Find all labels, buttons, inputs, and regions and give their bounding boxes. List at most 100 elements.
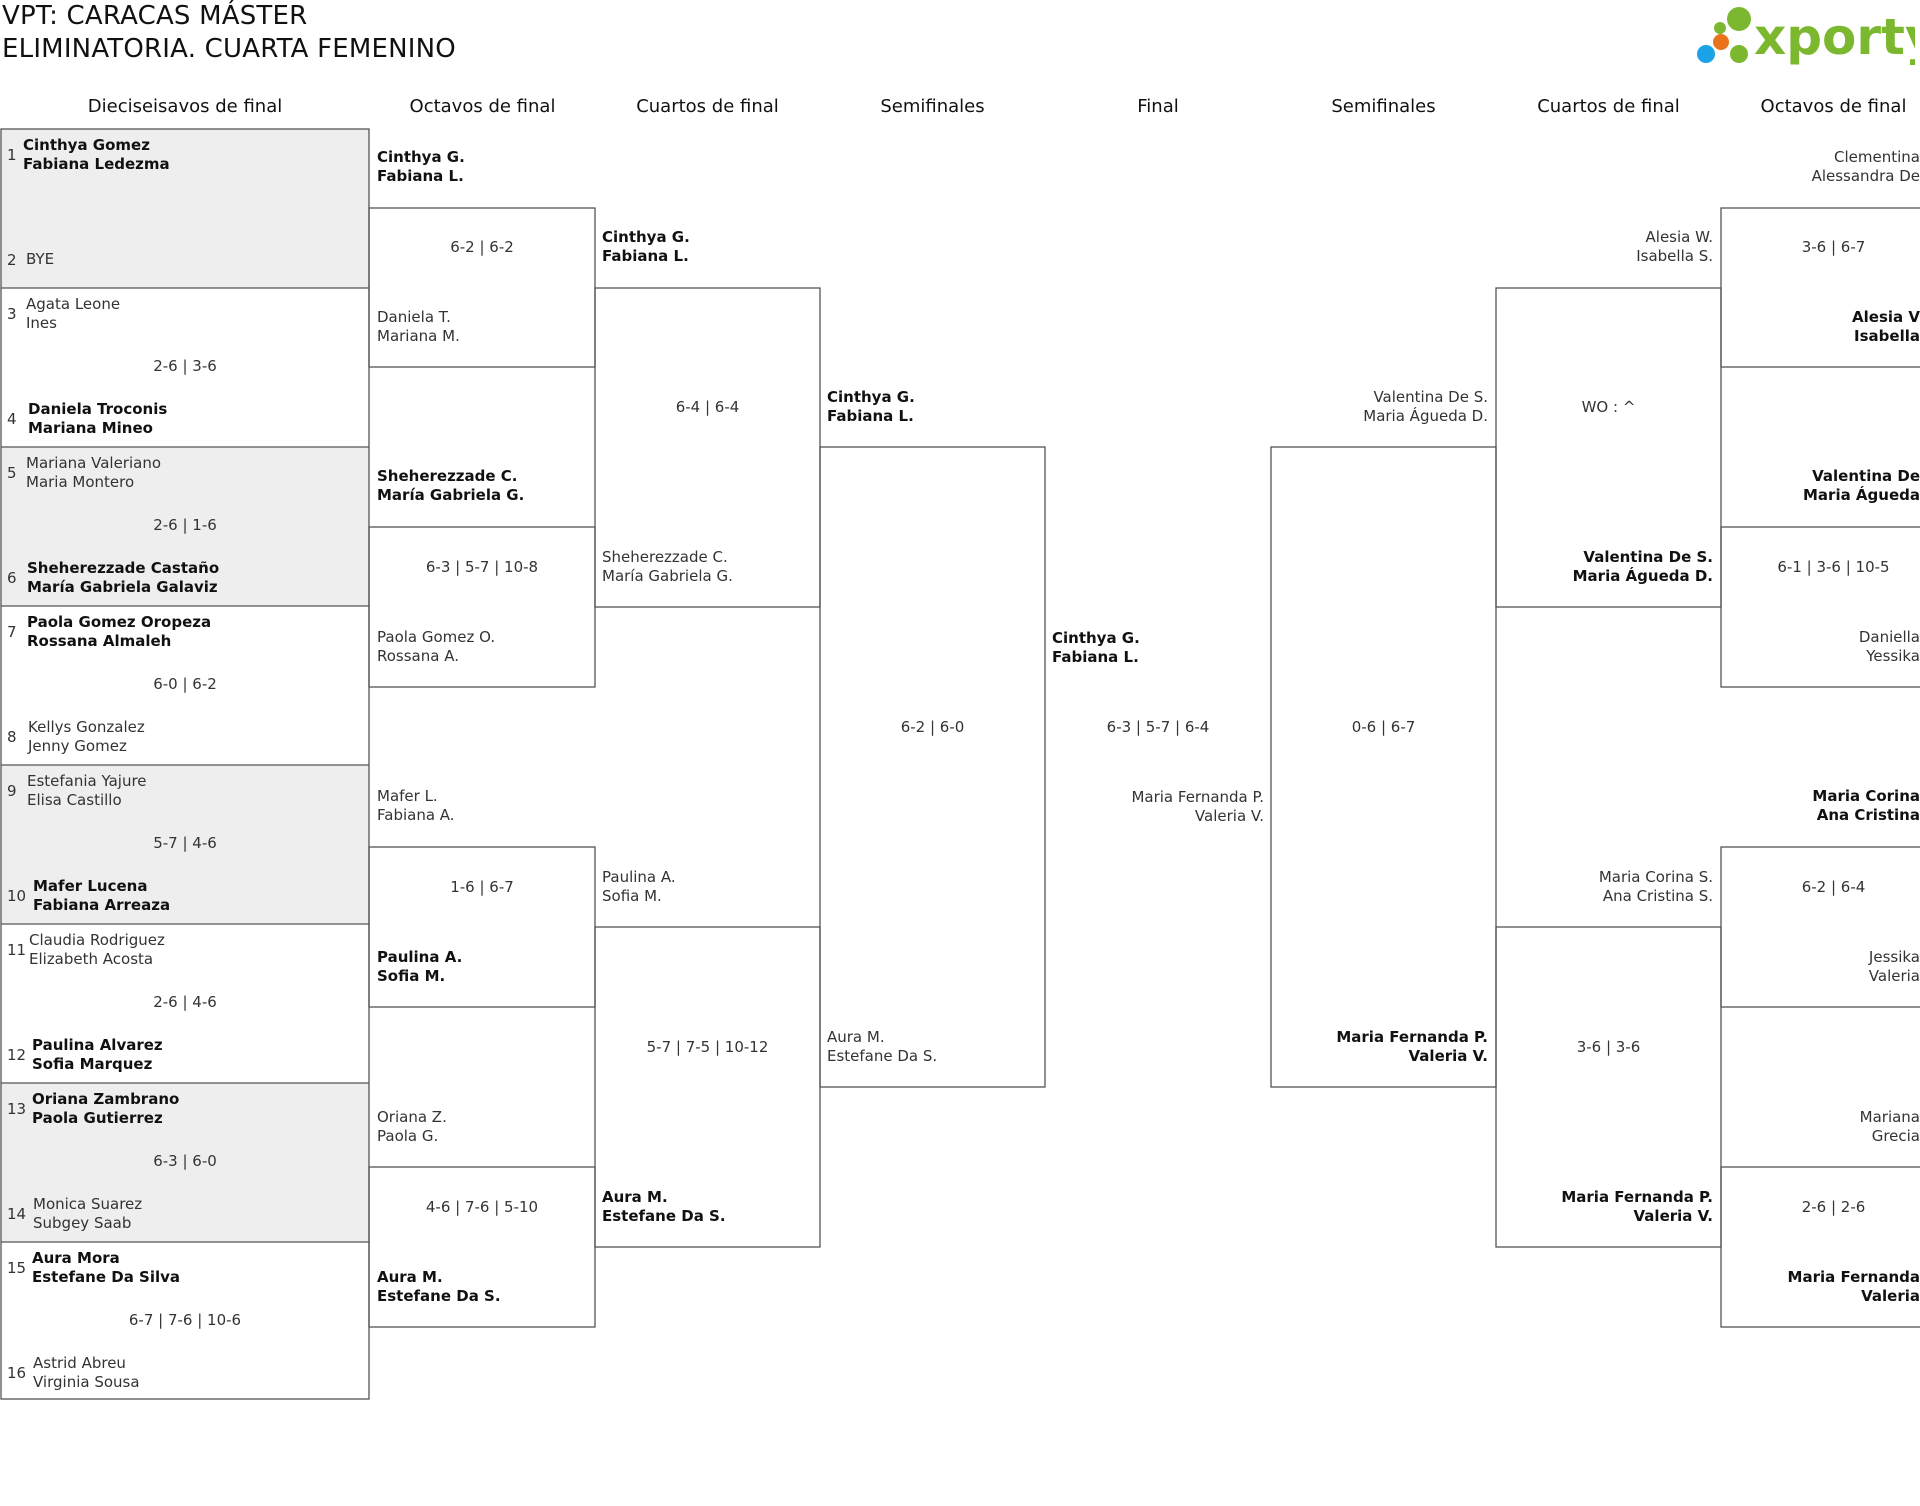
team-name: María Gabriela G. bbox=[377, 486, 525, 504]
team-name: Paulina A. bbox=[602, 868, 676, 886]
team-name: Fabiana Ledezma bbox=[23, 155, 170, 173]
match-score: 0-6 | 6-7 bbox=[1351, 718, 1416, 736]
team-name: Cinthya Gomez bbox=[23, 136, 150, 154]
team-name: Mariana Valeriano bbox=[26, 454, 162, 472]
final-score: 6-3 | 5-7 | 6-4 bbox=[1106, 718, 1210, 736]
match-score: 6-2 | 6-0 bbox=[900, 718, 965, 736]
team-name: Paola G. bbox=[377, 1127, 439, 1145]
match-score: 4-6 | 7-6 | 5-10 bbox=[425, 1198, 539, 1216]
team-name: Daniela T. bbox=[377, 308, 451, 326]
tournament-title: VPT: CARACAS MÁSTER bbox=[2, 1, 308, 31]
team-name: Fabiana A. bbox=[377, 806, 455, 824]
team-name: Mafer L. bbox=[377, 787, 438, 805]
team-name: Valeria V. bbox=[1408, 1047, 1488, 1065]
team-name: Fabiana L. bbox=[377, 167, 464, 185]
match-score: 2-6 | 2-6 bbox=[1801, 1198, 1866, 1216]
team-name: Aura M. bbox=[602, 1188, 668, 1206]
team-name: Aura M. bbox=[377, 1268, 443, 1286]
team-name: María Gabriela G. bbox=[602, 567, 733, 585]
seed-number: 3 bbox=[7, 305, 17, 323]
seed-number: 1 bbox=[7, 146, 17, 164]
team-name: Astrid Abreu bbox=[33, 1354, 126, 1372]
team-name: Fabiana L. bbox=[827, 407, 914, 425]
team-name: Maria Fernanda P. bbox=[1561, 1188, 1713, 1206]
header-r32-left: Dieciseisavos de final bbox=[87, 96, 283, 117]
team-name: Maria Corina bbox=[1812, 787, 1920, 805]
seed-number: 15 bbox=[7, 1259, 27, 1277]
match-score: 2-6 | 4-6 bbox=[153, 993, 217, 1011]
header-qf-right: Cuartos de final bbox=[1537, 96, 1680, 117]
team-name: Jessika bbox=[1868, 948, 1920, 966]
team-name: Valentina De bbox=[1812, 467, 1920, 485]
team-name: Sofia M. bbox=[602, 887, 662, 905]
team-name: Jenny Gomez bbox=[28, 737, 127, 755]
draw-subtitle: ELIMINATORIA. CUARTA FEMENINO bbox=[2, 34, 456, 64]
seed-number: 12 bbox=[7, 1046, 27, 1064]
team-name: Maria Águeda bbox=[1803, 486, 1920, 504]
team-name: Fabiana L. bbox=[602, 247, 689, 265]
team-name: Daniella bbox=[1858, 628, 1920, 646]
team-name: Elizabeth Acosta bbox=[29, 950, 154, 968]
match-score: 6-2 | 6-4 bbox=[1801, 878, 1866, 896]
team-name: María Gabriela Galaviz bbox=[27, 578, 218, 596]
seed-number: 16 bbox=[7, 1364, 27, 1382]
match-score: 6-4 | 6-4 bbox=[675, 398, 740, 416]
match-score: 6-3 | 5-7 | 10-8 bbox=[425, 558, 539, 576]
team-name: Estefane Da S. bbox=[827, 1047, 938, 1065]
team-name: Maria Águeda D. bbox=[1363, 407, 1488, 425]
match-score: 6-2 | 6-2 bbox=[450, 238, 514, 256]
team-name: Cinthya G. bbox=[377, 148, 465, 166]
team-name: Aura M. bbox=[827, 1028, 885, 1046]
xporty-logo: xporty bbox=[1690, 4, 1920, 78]
team-name: Isabella bbox=[1854, 327, 1920, 345]
team-name: Cinthya G. bbox=[602, 228, 690, 246]
team-name: Sheherezzade C. bbox=[602, 548, 728, 566]
team-name: Monica Suarez bbox=[33, 1195, 143, 1213]
match-score: 6-3 | 6-0 bbox=[153, 1152, 217, 1170]
team-name: Valeria bbox=[1868, 967, 1920, 985]
team-name: Yessika bbox=[1866, 647, 1920, 665]
seed-number: 4 bbox=[7, 410, 17, 428]
match-score: 6-1 | 3-6 | 10-5 bbox=[1777, 558, 1890, 576]
finalist-name: Cinthya G. bbox=[1052, 629, 1140, 647]
team-name: Rossana Almaleh bbox=[27, 632, 172, 650]
seed-number: 11 bbox=[7, 941, 27, 959]
team-name: Oriana Zambrano bbox=[32, 1090, 180, 1108]
seed-number: 9 bbox=[7, 782, 17, 800]
team-name: Sofia M. bbox=[377, 967, 446, 985]
team-name: Maria Corina S. bbox=[1598, 868, 1713, 886]
team-name: Estefania Yajure bbox=[27, 772, 147, 790]
team-name: Clementina bbox=[1834, 148, 1920, 166]
finalist-name: Maria Fernanda P. bbox=[1131, 788, 1264, 806]
team-name: Paola Gutierrez bbox=[32, 1109, 163, 1127]
team-name: Alesia V bbox=[1852, 308, 1920, 326]
team-name: Oriana Z. bbox=[377, 1108, 447, 1126]
team-name: Paulina Alvarez bbox=[32, 1036, 163, 1054]
team-name: Mariana bbox=[1859, 1108, 1920, 1126]
team-name: Valeria bbox=[1861, 1287, 1920, 1305]
team-name: Claudia Rodriguez bbox=[29, 931, 165, 949]
match-score: 3-6 | 6-7 bbox=[1801, 238, 1866, 256]
match-score: 2-6 | 1-6 bbox=[153, 516, 217, 534]
match-score: 2-6 | 3-6 bbox=[153, 357, 217, 375]
team-name: Maria Fernanda P. bbox=[1336, 1028, 1488, 1046]
team-name: Estefane Da S. bbox=[377, 1287, 501, 1305]
team-name: Maria Águeda D. bbox=[1572, 567, 1713, 585]
team-name: Mafer Lucena bbox=[33, 877, 148, 895]
team-name: Alesia W. bbox=[1645, 228, 1713, 246]
team-name: Maria Montero bbox=[26, 473, 135, 491]
team-name: Cinthya G. bbox=[827, 388, 915, 406]
header-sf-right: Semifinales bbox=[1331, 96, 1436, 117]
finalist-name: Fabiana L. bbox=[1052, 648, 1139, 666]
team-name: Valentina De S. bbox=[1373, 388, 1488, 406]
match-score: 1-6 | 6-7 bbox=[450, 878, 514, 896]
team-name: Isabella S. bbox=[1636, 247, 1713, 265]
seed-number: 7 bbox=[7, 623, 17, 641]
team-name: Virginia Sousa bbox=[33, 1373, 140, 1391]
seed-number: 13 bbox=[7, 1100, 27, 1118]
team-name: Paola Gomez Oropeza bbox=[27, 613, 212, 631]
match-score: 6-0 | 6-2 bbox=[153, 675, 217, 693]
header-r16-right: Octavos de final bbox=[1760, 96, 1907, 117]
team-name: Sheherezzade C. bbox=[377, 467, 518, 485]
